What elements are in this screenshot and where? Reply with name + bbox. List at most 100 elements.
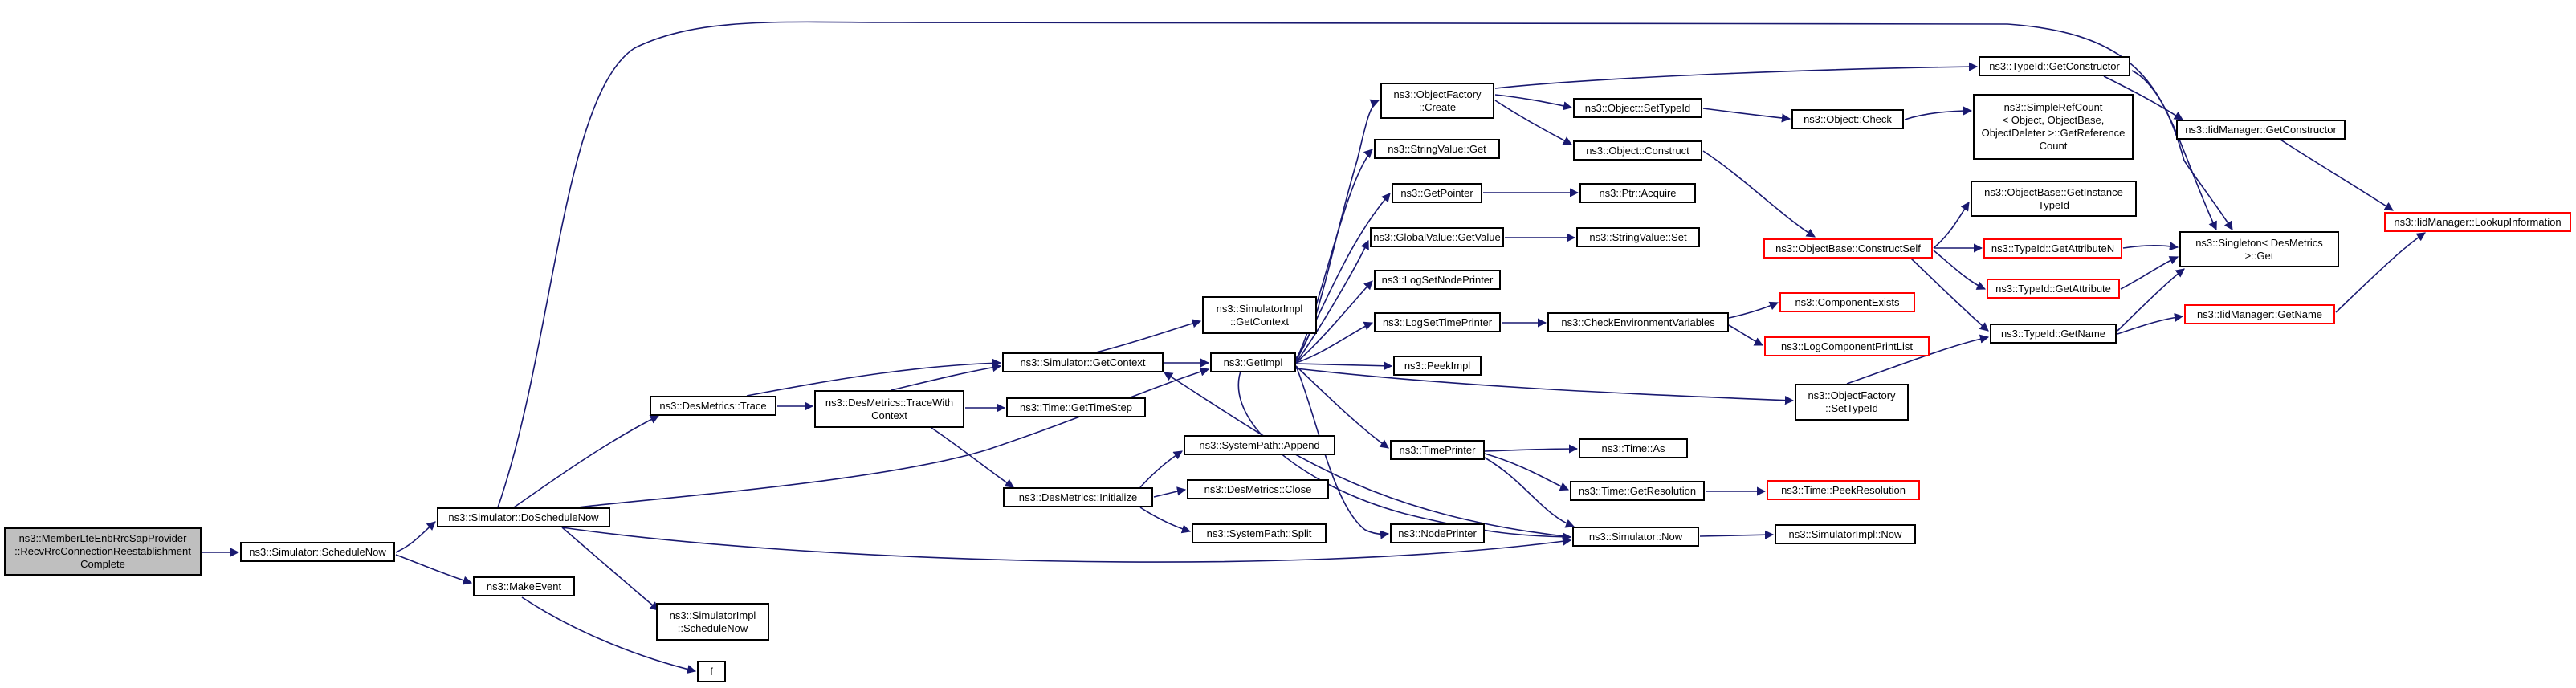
edge-5 [497,21,2233,508]
edge-27 [1295,365,1390,539]
node-time-peekresolution[interactable]: ns3::Time::PeekResolution [1767,480,1920,500]
node-timeprinter[interactable]: ns3::TimePrinter [1390,440,1485,460]
node-object-construct[interactable]: ns3::Object::Construct [1573,140,1702,161]
edge-33 [1494,62,1979,89]
edge-17 [1153,486,1187,498]
node-simplerefcount[interactable]: ns3::SimpleRefCount < Object, ObjectBase… [1973,94,2134,160]
node-objbase-constructself[interactable]: ns3::ObjectBase::ConstructSelf [1763,238,1933,259]
node-typeid-getconstructor[interactable]: ns3::TypeId::GetConstructor [1979,56,2130,76]
node-nodeprinter[interactable]: ns3::NodePrinter [1390,523,1485,543]
edge-56 [2103,75,2183,120]
node-sp-append[interactable]: ns3::SystemPath::Append [1184,435,1335,455]
edge-16 [1139,450,1183,488]
node-typeid-getattributen[interactable]: ns3::TypeId::GetAttributeN [1983,238,2122,259]
node-logcomponentprintlist[interactable]: ns3::LogComponentPrintList [1764,336,1930,356]
edge-28 [1237,352,1572,542]
node-time-as[interactable]: ns3::Time::As [1579,438,1688,458]
node-simimpl-getcontext[interactable]: ns3::SimulatorImpl ::GetContext [1202,296,1317,334]
edge-7 [561,527,1572,563]
node-typeid-getattribute[interactable]: ns3::TypeId::GetAttribute [1987,279,2120,299]
edge-30 [1164,372,1571,538]
edge-39 [1728,301,1779,319]
node-object-settypeid[interactable]: ns3::Object::SetTypeId [1573,98,1702,118]
node-do-schedule-now[interactable]: ns3::Simulator::DoScheduleNow [437,507,610,527]
node-sim-now[interactable]: ns3::Simulator::Now [1572,527,1699,547]
edge-24 [1295,321,1374,364]
edge-46 [1904,106,1973,120]
edge-2 [395,554,473,585]
node-objfactory-create[interactable]: ns3::ObjectFactory ::Create [1380,83,1494,119]
edge-14 [1095,319,1202,353]
node-simimpl-now[interactable]: ns3::SimulatorImpl::Now [1775,524,1916,544]
node-time-getresolution[interactable]: ns3::Time::GetResolution [1570,481,1705,501]
node-getimpl[interactable]: ns3::GetImpl [1210,352,1296,372]
node-iidmanager-getconstructor[interactable]: ns3::IidManager::GetConstructor [2176,120,2346,140]
edge-25 [1295,361,1393,371]
edge-22 [1295,239,1369,364]
node-sim-getcontext[interactable]: ns3::Simulator::GetContext [1002,352,1164,372]
node-ptr-acquire[interactable]: ns3::Ptr::Acquire [1579,183,1696,203]
node-des-close[interactable]: ns3::DesMetrics::Close [1187,479,1329,499]
node-des-initialize[interactable]: ns3::DesMetrics::Initialize [1003,487,1153,507]
node-f[interactable]: f [697,661,726,682]
node-make-event[interactable]: ns3::MakeEvent [473,576,575,596]
node-time-gettimestep[interactable]: ns3::Time::GetTimeStep [1006,397,1146,417]
edge-11 [891,363,1002,391]
edge-1 [395,521,436,553]
node-typeid-getname[interactable]: ns3::TypeId::GetName [1990,324,2117,344]
node-des-trace[interactable]: ns3::DesMetrics::Trace [650,396,776,416]
node-getpointer[interactable]: ns3::GetPointer [1392,183,1482,203]
node-componentexists[interactable]: ns3::ComponentExists [1779,292,1915,312]
node-stringvalue-set[interactable]: ns3::StringValue::Set [1576,227,1700,247]
edge-4 [577,367,1210,508]
edge-23 [1295,280,1373,364]
edge-52 [2122,242,2179,251]
edge-13 [931,427,1014,488]
node-iidmanager-lookupinformation[interactable]: ns3::IidManager::LookupInformation [2384,212,2571,232]
edge-54 [2117,268,2185,332]
edge-41 [1484,444,1579,454]
edge-18 [1139,507,1192,534]
node-globalvalue-getvalue[interactable]: ns3::GlobalValue::GetValue [1370,227,1504,247]
node-objfactory-settypeid[interactable]: ns3::ObjectFactory ::SetTypeId [1795,384,1909,421]
edge-38 [1702,150,1816,238]
edge-6 [561,527,659,611]
edge-26 [1295,365,1389,449]
node-root: ns3::MemberLteEnbRrcSapProvider ::RecvRr… [4,527,202,576]
edge-59 [2335,232,2426,313]
edge-58 [2280,139,2394,211]
edge-43 [1484,457,1575,528]
node-peekimpl[interactable]: ns3::PeekImpl [1393,356,1482,376]
edge-42 [1484,453,1570,491]
edge-31 [1494,94,1573,111]
node-iidmanager-getname[interactable]: ns3::IidManager::GetName [2184,304,2335,324]
edge-45 [1699,530,1775,539]
node-logsetnodeprinter[interactable]: ns3::LogSetNodePrinter [1374,270,1501,290]
node-singleton-get[interactable]: ns3::Singleton< DesMetrics >::Get [2179,231,2339,267]
node-schedule-now[interactable]: ns3::Simulator::ScheduleNow [240,542,395,562]
edge-57 [2131,70,2217,231]
edge-40 [1728,324,1764,346]
edge-32 [1494,100,1572,145]
edge-8 [521,596,697,674]
node-objbase-getinstancetypeid[interactable]: ns3::ObjectBase::GetInstance TypeId [1971,181,2137,217]
node-stringvalue-get[interactable]: ns3::StringValue::Get [1374,139,1500,159]
node-sp-split[interactable]: ns3::SystemPath::Split [1192,523,1327,543]
edge-55 [2117,312,2184,335]
edge-49 [1933,250,1987,290]
node-object-check[interactable]: ns3::Object::Check [1791,109,1904,129]
edge-29 [1295,368,1795,405]
node-trace-with-context[interactable]: ns3::DesMetrics::TraceWith Context [814,390,964,428]
node-checkenv[interactable]: ns3::CheckEnvironmentVariables [1547,312,1729,332]
edge-3 [513,415,660,508]
edge-50 [1910,258,1989,332]
edge-37 [1702,108,1791,123]
edge-10 [746,358,1002,397]
node-logsettimeprinter[interactable]: ns3::LogSetTimePrinter [1374,312,1501,332]
node-simimpl-schedulenow[interactable]: ns3::SimulatorImpl ::ScheduleNow [656,603,769,641]
edge-53 [2120,256,2179,290]
edge-21 [1295,193,1391,362]
edge-47 [1933,202,1970,249]
